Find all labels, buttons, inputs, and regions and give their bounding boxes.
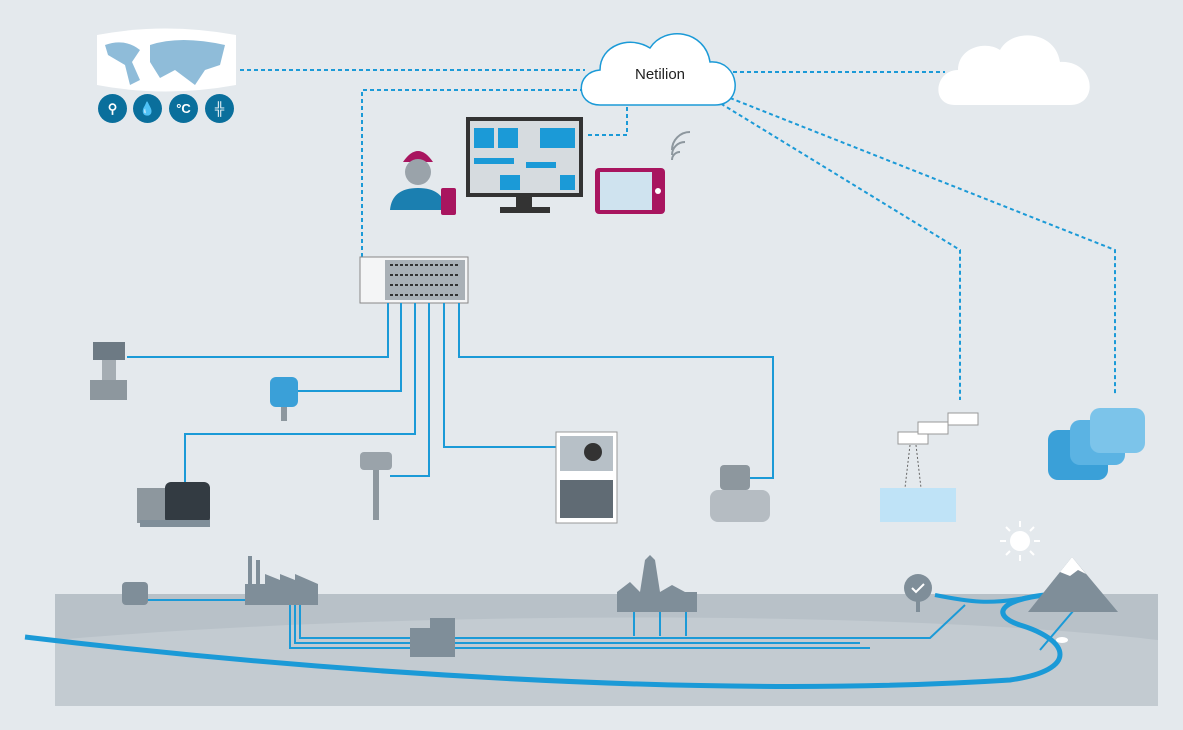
location-pin-icon: ⚲ [98, 94, 127, 123]
river-branch [934, 593, 1031, 604]
town-church-icon [617, 555, 697, 612]
level-sensor-icon [270, 377, 298, 421]
worker-icon [390, 151, 456, 215]
plc-controller-icon [359, 256, 469, 304]
ground-horizon [55, 594, 1158, 640]
valve-device-icon [90, 342, 127, 400]
factory-icon [245, 556, 318, 605]
water-drops-icon: 💧 [133, 94, 162, 123]
sun-icon [1000, 521, 1040, 561]
pump-icon [137, 482, 210, 527]
network-links [240, 69, 1116, 400]
temperature-sensor-icon [360, 452, 392, 520]
fieldbus-wiring [127, 303, 774, 485]
tree-icon [904, 574, 932, 612]
water-body [880, 488, 956, 522]
tank-icon [122, 582, 148, 605]
mountain-icon [1028, 557, 1118, 612]
monitor-dashboard-icon[interactable] [466, 117, 583, 213]
wireless-level-sensors-icon [897, 412, 979, 489]
cloud-icon [938, 35, 1090, 106]
wastewater-plant-icon [410, 618, 455, 657]
analyzer-cabinet-icon [555, 431, 618, 524]
netilion-cloud-label: Netilion [634, 66, 686, 83]
river [24, 592, 1063, 689]
flowmeter-icon [710, 465, 770, 522]
tablet-icon[interactable] [595, 168, 665, 214]
weather-station-icon: ╬ [205, 94, 234, 123]
world-map-icon [97, 28, 236, 92]
fish-icon [1056, 637, 1068, 643]
netilion-cloud[interactable] [580, 33, 736, 106]
wireless-flowmeters-icon [1048, 408, 1145, 480]
wifi-icon [671, 131, 691, 161]
utility-lines [148, 596, 1086, 651]
temperature-icon: °C [169, 94, 198, 123]
